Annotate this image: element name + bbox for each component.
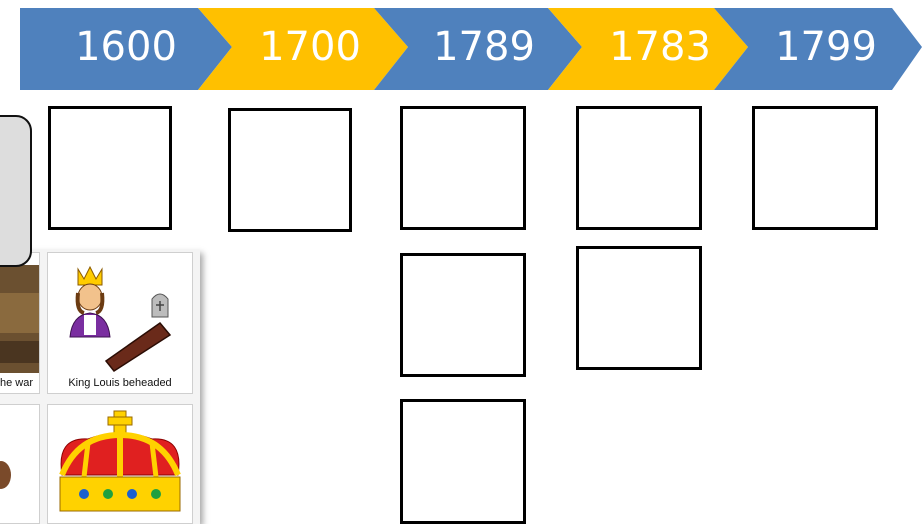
timeline-bar: 1600 1700 1789 1783 1799 bbox=[0, 0, 922, 100]
year-label-1789: 1789 bbox=[414, 20, 554, 74]
drop-box-1789-b[interactable] bbox=[400, 253, 526, 377]
year-label-1799: 1799 bbox=[756, 20, 896, 74]
year-label-1700: 1700 bbox=[240, 20, 380, 74]
year-label-1600: 1600 bbox=[56, 20, 196, 74]
king-louis-coffin-icon bbox=[48, 253, 193, 373]
card-king-louis-caption: King Louis beheaded bbox=[48, 377, 192, 389]
war-painting-icon bbox=[0, 253, 40, 394]
royal-crown-icon bbox=[48, 405, 193, 524]
drop-box-1783-a[interactable] bbox=[576, 106, 702, 230]
drop-box-1700[interactable] bbox=[228, 108, 352, 232]
card-tray: he war King Louis beheaded bbox=[0, 250, 200, 524]
person-silhouette-icon bbox=[0, 405, 40, 524]
card-crown[interactable] bbox=[47, 404, 193, 524]
drop-box-1789-c[interactable] bbox=[400, 399, 526, 524]
drop-box-1789-a[interactable] bbox=[400, 106, 526, 230]
drop-box-1799[interactable] bbox=[752, 106, 878, 230]
card-war[interactable]: he war bbox=[0, 252, 40, 394]
card-war-caption: he war bbox=[0, 377, 33, 389]
drop-box-1783-b[interactable] bbox=[576, 246, 702, 370]
side-panel[interactable] bbox=[0, 115, 32, 267]
card-person[interactable] bbox=[0, 404, 40, 524]
card-king-louis[interactable]: King Louis beheaded bbox=[47, 252, 193, 394]
year-label-1783: 1783 bbox=[590, 20, 730, 74]
drop-box-1600[interactable] bbox=[48, 106, 172, 230]
